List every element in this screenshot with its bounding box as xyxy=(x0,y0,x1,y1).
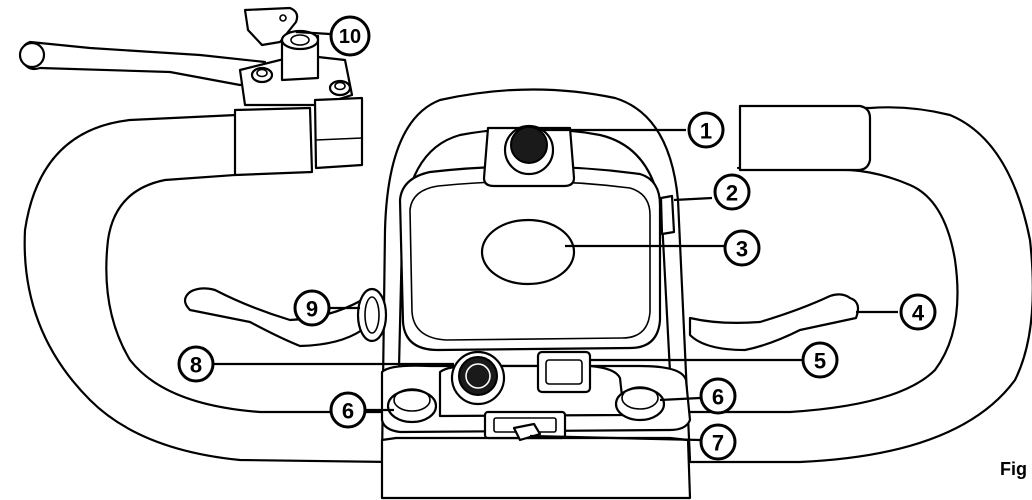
svg-text:1: 1 xyxy=(700,119,712,144)
svg-text:7: 7 xyxy=(712,431,724,456)
lower-control-panel xyxy=(380,350,692,500)
leader-2 xyxy=(673,196,713,202)
callout-5: 5 xyxy=(801,341,839,379)
right-throttle-lever xyxy=(688,293,860,352)
callout-2: 2 xyxy=(713,173,751,211)
center-console xyxy=(380,88,692,462)
callout-8: 8 xyxy=(177,345,215,383)
callout-1: 1 xyxy=(687,111,725,149)
svg-text:4: 4 xyxy=(912,301,925,326)
callout-10: 10 xyxy=(329,15,371,57)
cover-oval xyxy=(480,218,576,286)
svg-text:5: 5 xyxy=(814,349,826,374)
handlebar-loop xyxy=(23,106,1032,464)
svg-text:10: 10 xyxy=(339,26,361,48)
svg-text:8: 8 xyxy=(190,353,202,378)
figure-label: Fig xyxy=(1000,459,1027,479)
leader-7 xyxy=(529,434,701,442)
callout-9: 9 xyxy=(293,289,331,327)
leader-10 xyxy=(295,30,331,36)
callout-3: 3 xyxy=(723,229,761,267)
callout-4: 4 xyxy=(899,293,937,331)
svg-text:9: 9 xyxy=(306,297,318,322)
left-grip xyxy=(233,106,314,177)
right-grip xyxy=(738,104,872,172)
svg-text:6: 6 xyxy=(712,385,724,410)
svg-text:6: 6 xyxy=(342,399,354,424)
svg-text:2: 2 xyxy=(726,181,738,206)
left-throttle-lever xyxy=(183,287,388,348)
brake-lever-assembly xyxy=(18,6,364,170)
callout-6-right: 6 xyxy=(699,377,737,415)
leader-6-right xyxy=(659,396,701,402)
leader-lines xyxy=(214,30,898,442)
callout-6-left: 6 xyxy=(329,391,367,429)
svg-text:3: 3 xyxy=(736,237,748,262)
callout-7: 7 xyxy=(699,423,737,461)
